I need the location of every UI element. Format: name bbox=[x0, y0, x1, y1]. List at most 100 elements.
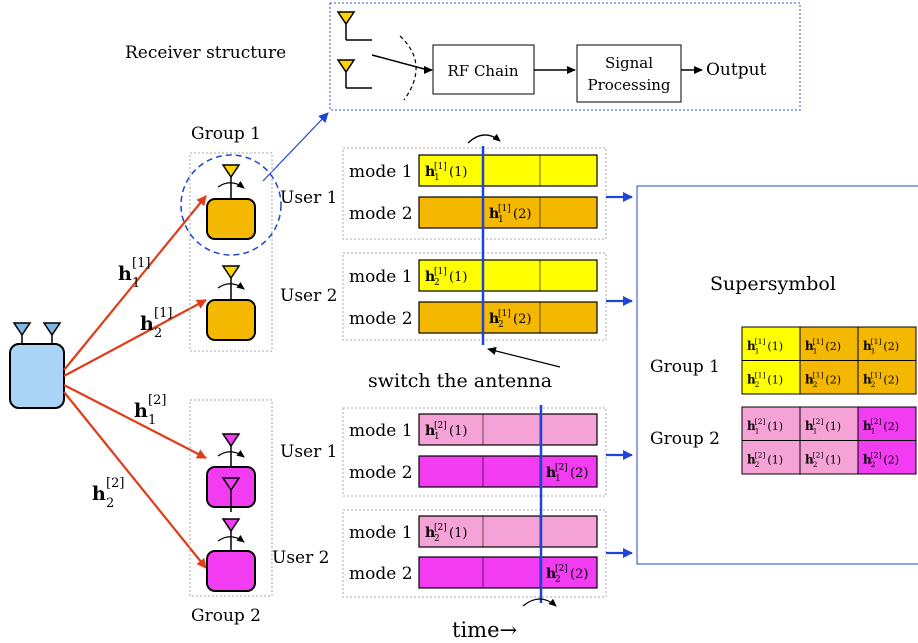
supersymbol-cell bbox=[799, 440, 859, 475]
bs-antenna-icon bbox=[12, 322, 32, 345]
svg-text:1: 1 bbox=[755, 346, 760, 355]
mode-bar bbox=[418, 259, 598, 292]
channel-arrow bbox=[63, 299, 207, 377]
svg-text:h: h bbox=[747, 339, 756, 353]
svg-text:(2): (2) bbox=[513, 312, 531, 327]
svg-text:(1): (1) bbox=[825, 420, 841, 433]
mode-label: mode 1 bbox=[349, 523, 413, 543]
rf-chain-label: RF Chain bbox=[447, 62, 518, 80]
receiver-structure: Receiver structure RF Chain Signal Proce… bbox=[125, 2, 801, 111]
supersymbol-cell-label: h[1]1(2) bbox=[805, 337, 841, 355]
mode-cell-label: h[1]2(1) bbox=[425, 267, 467, 288]
svg-text:[2]: [2] bbox=[434, 523, 447, 533]
supersymbol-cell-label: h[1]1 (1) bbox=[747, 337, 783, 355]
supersymbol-cell bbox=[857, 326, 917, 361]
mode-bar bbox=[418, 455, 598, 488]
svg-text:[1]: [1] bbox=[434, 267, 447, 277]
user-frame bbox=[342, 407, 607, 497]
svg-text:h: h bbox=[425, 269, 435, 285]
mode-bar bbox=[418, 556, 598, 589]
group-2-frame bbox=[189, 399, 273, 597]
svg-text:[1]: [1] bbox=[434, 162, 447, 172]
svg-text:[2]: [2] bbox=[871, 451, 882, 460]
svg-text:[2]: [2] bbox=[555, 564, 568, 574]
svg-text:[1]: [1] bbox=[154, 306, 172, 321]
user-device bbox=[206, 265, 256, 341]
receiver-zoom-link bbox=[262, 112, 329, 182]
svg-text:h: h bbox=[425, 164, 435, 180]
svg-text:1: 1 bbox=[434, 432, 440, 442]
channel-label: h [2] 1 bbox=[134, 393, 166, 428]
svg-text:[1]: [1] bbox=[755, 337, 766, 346]
group-1-frame bbox=[189, 152, 273, 352]
group-1-label: Group 1 bbox=[191, 124, 261, 144]
svg-text:(1): (1) bbox=[767, 420, 783, 433]
mode-bar bbox=[418, 413, 598, 446]
signal-processing-line1: Signal bbox=[605, 54, 653, 72]
svg-text:h: h bbox=[863, 419, 872, 433]
user-device bbox=[221, 477, 241, 512]
channel-arrow bbox=[63, 384, 207, 459]
svg-text:h: h bbox=[489, 206, 499, 222]
svg-text:1: 1 bbox=[132, 276, 140, 291]
svg-text:2: 2 bbox=[871, 380, 876, 389]
receiver-title: Receiver structure bbox=[125, 43, 286, 63]
svg-text:h: h bbox=[863, 453, 872, 467]
svg-text:h: h bbox=[805, 453, 814, 467]
mode-cell-label: h[2]2(2) bbox=[546, 564, 588, 585]
svg-text:[2]: [2] bbox=[555, 463, 568, 473]
mode-bar bbox=[418, 301, 598, 334]
rf-chain-box bbox=[432, 44, 535, 95]
supersymbol-group-label: Group 2 bbox=[650, 429, 720, 449]
user-frame bbox=[342, 147, 607, 240]
mode-label: mode 2 bbox=[349, 204, 413, 224]
user-frame bbox=[342, 252, 607, 341]
mode-label: mode 1 bbox=[349, 267, 413, 287]
svg-text:[2]: [2] bbox=[871, 417, 882, 426]
svg-text:[2]: [2] bbox=[434, 421, 447, 431]
svg-text:(1): (1) bbox=[767, 340, 783, 353]
svg-text:(1): (1) bbox=[449, 526, 467, 541]
mode-cell-label: h[1]2(2) bbox=[489, 309, 531, 330]
svg-text:2: 2 bbox=[106, 496, 114, 511]
output-label: Output bbox=[706, 60, 767, 80]
svg-text:1: 1 bbox=[871, 426, 876, 435]
svg-text:(2): (2) bbox=[883, 420, 899, 433]
supersymbol-cell-label: h[2]2(1) bbox=[805, 451, 841, 469]
svg-text:2: 2 bbox=[434, 534, 440, 544]
channel-label: h [2] 2 bbox=[92, 476, 124, 511]
svg-text:(1): (1) bbox=[825, 454, 841, 467]
svg-text:h: h bbox=[546, 465, 556, 481]
svg-text:1: 1 bbox=[871, 346, 876, 355]
svg-text:1: 1 bbox=[755, 426, 760, 435]
supersymbol-cell-label: h[2]1 (2) bbox=[863, 417, 899, 435]
svg-text:[2]: [2] bbox=[148, 393, 166, 408]
channel-label: h [1] 2 bbox=[140, 306, 172, 341]
svg-text:[1]: [1] bbox=[871, 371, 882, 380]
signal-processing-line2: Processing bbox=[587, 76, 670, 94]
supersymbol-cell-label: h[1]2(1) bbox=[747, 371, 783, 389]
svg-text:(1): (1) bbox=[767, 374, 783, 387]
svg-text:[2]: [2] bbox=[755, 417, 766, 426]
supersymbol-cell-label: h[1]2(2) bbox=[863, 371, 899, 389]
mode-cell-label: h[2]2(1) bbox=[425, 523, 467, 544]
svg-text:(1): (1) bbox=[449, 424, 467, 439]
svg-text:(1): (1) bbox=[449, 270, 467, 285]
switch-antenna-label: switch the antenna bbox=[368, 370, 552, 392]
mode-label: mode 2 bbox=[349, 309, 413, 329]
supersymbol-cell bbox=[857, 440, 917, 475]
svg-text:h: h bbox=[805, 419, 814, 433]
svg-text:1: 1 bbox=[813, 346, 818, 355]
svg-text:2: 2 bbox=[871, 460, 876, 469]
svg-text:h: h bbox=[489, 311, 499, 327]
svg-text:1: 1 bbox=[148, 413, 156, 428]
switch-arc bbox=[399, 35, 417, 101]
svg-text:h: h bbox=[805, 339, 814, 353]
supersymbol-group-label: Group 1 bbox=[650, 357, 720, 377]
user-label: User 1 bbox=[280, 188, 337, 208]
mode-bar bbox=[418, 196, 598, 229]
supersymbol-cell bbox=[741, 360, 801, 395]
user-label: User 2 bbox=[272, 548, 329, 568]
base-station bbox=[9, 322, 65, 409]
